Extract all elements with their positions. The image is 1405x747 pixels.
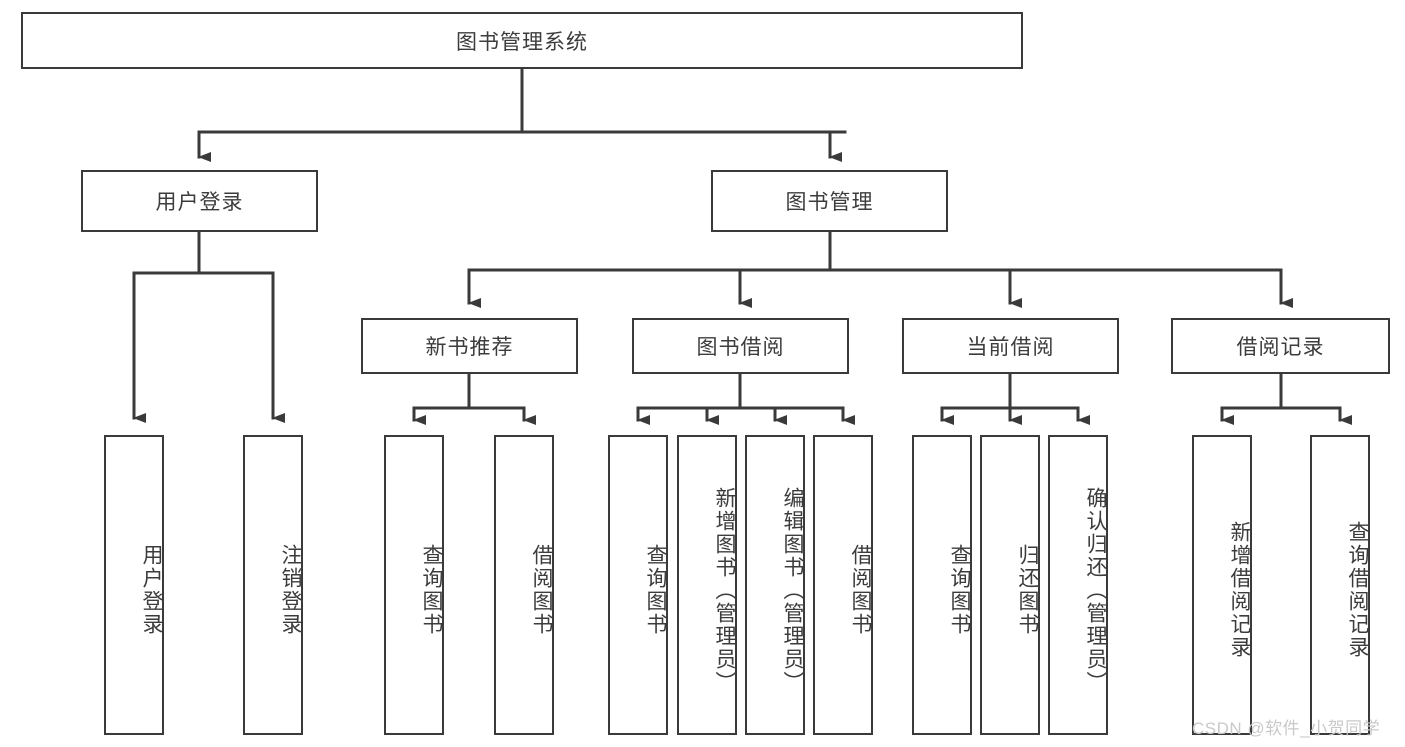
node-user-login[interactable]: 用户登录 bbox=[81, 170, 318, 232]
leaf-confirm-return-admin-label: 确认归还（管理员） bbox=[1084, 486, 1107, 694]
leaf-add-book-admin-label: 新增图书（管理员） bbox=[713, 486, 736, 694]
leaf-borrow-book-recommend[interactable]: 借阅图书 bbox=[494, 435, 554, 735]
leaf-return-book-label: 归还图书 bbox=[1016, 544, 1039, 636]
csdn-watermark: CSDN @软件_小贺同学 bbox=[1192, 719, 1381, 738]
leaf-query-book-current-label: 查询图书 bbox=[948, 544, 971, 636]
node-book-borrow-label: 图书借阅 bbox=[696, 336, 785, 359]
node-user-login-label: 用户登录 bbox=[155, 191, 244, 214]
leaf-confirm-return-admin[interactable]: 确认归还（管理员） bbox=[1048, 435, 1108, 735]
leaf-query-borrow-record-label: 查询借阅记录 bbox=[1346, 521, 1369, 659]
leaf-user-login[interactable]: 用户登录 bbox=[104, 435, 164, 735]
leaf-query-book-recommend[interactable]: 查询图书 bbox=[384, 435, 444, 735]
leaf-edit-book-admin-label: 编辑图书（管理员） bbox=[781, 486, 804, 694]
leaf-user-login-label: 用户登录 bbox=[140, 544, 163, 636]
node-new-book-recommend-label: 新书推荐 bbox=[425, 336, 514, 359]
leaf-query-borrow-record[interactable]: 查询借阅记录 bbox=[1310, 435, 1370, 735]
node-borrow-record[interactable]: 借阅记录 bbox=[1171, 318, 1390, 374]
node-root-label: 图书管理系统 bbox=[456, 30, 588, 54]
leaf-logout-label: 注销登录 bbox=[279, 544, 302, 636]
node-current-borrow[interactable]: 当前借阅 bbox=[902, 318, 1119, 374]
leaf-query-book-recommend-label: 查询图书 bbox=[420, 544, 443, 636]
leaf-add-borrow-record[interactable]: 新增借阅记录 bbox=[1192, 435, 1252, 735]
leaf-borrow-book-label: 借阅图书 bbox=[849, 544, 872, 636]
leaf-borrow-book-recommend-label: 借阅图书 bbox=[530, 544, 553, 636]
leaf-edit-book-admin[interactable]: 编辑图书（管理员） bbox=[745, 435, 805, 735]
node-current-borrow-label: 当前借阅 bbox=[966, 336, 1055, 359]
node-root[interactable]: 图书管理系统 bbox=[21, 12, 1023, 69]
leaf-return-book[interactable]: 归还图书 bbox=[980, 435, 1040, 735]
node-book-borrow[interactable]: 图书借阅 bbox=[632, 318, 849, 374]
leaf-add-borrow-record-label: 新增借阅记录 bbox=[1228, 521, 1251, 659]
node-book-management-label: 图书管理 bbox=[785, 191, 874, 214]
node-new-book-recommend[interactable]: 新书推荐 bbox=[361, 318, 578, 374]
leaf-add-book-admin[interactable]: 新增图书（管理员） bbox=[677, 435, 737, 735]
leaf-query-book-borrow-label: 查询图书 bbox=[644, 544, 667, 636]
leaf-borrow-book[interactable]: 借阅图书 bbox=[813, 435, 873, 735]
node-borrow-record-label: 借阅记录 bbox=[1236, 336, 1325, 359]
leaf-query-book-current[interactable]: 查询图书 bbox=[912, 435, 972, 735]
leaf-query-book-borrow[interactable]: 查询图书 bbox=[608, 435, 668, 735]
node-book-management[interactable]: 图书管理 bbox=[711, 170, 948, 232]
leaf-logout[interactable]: 注销登录 bbox=[243, 435, 303, 735]
